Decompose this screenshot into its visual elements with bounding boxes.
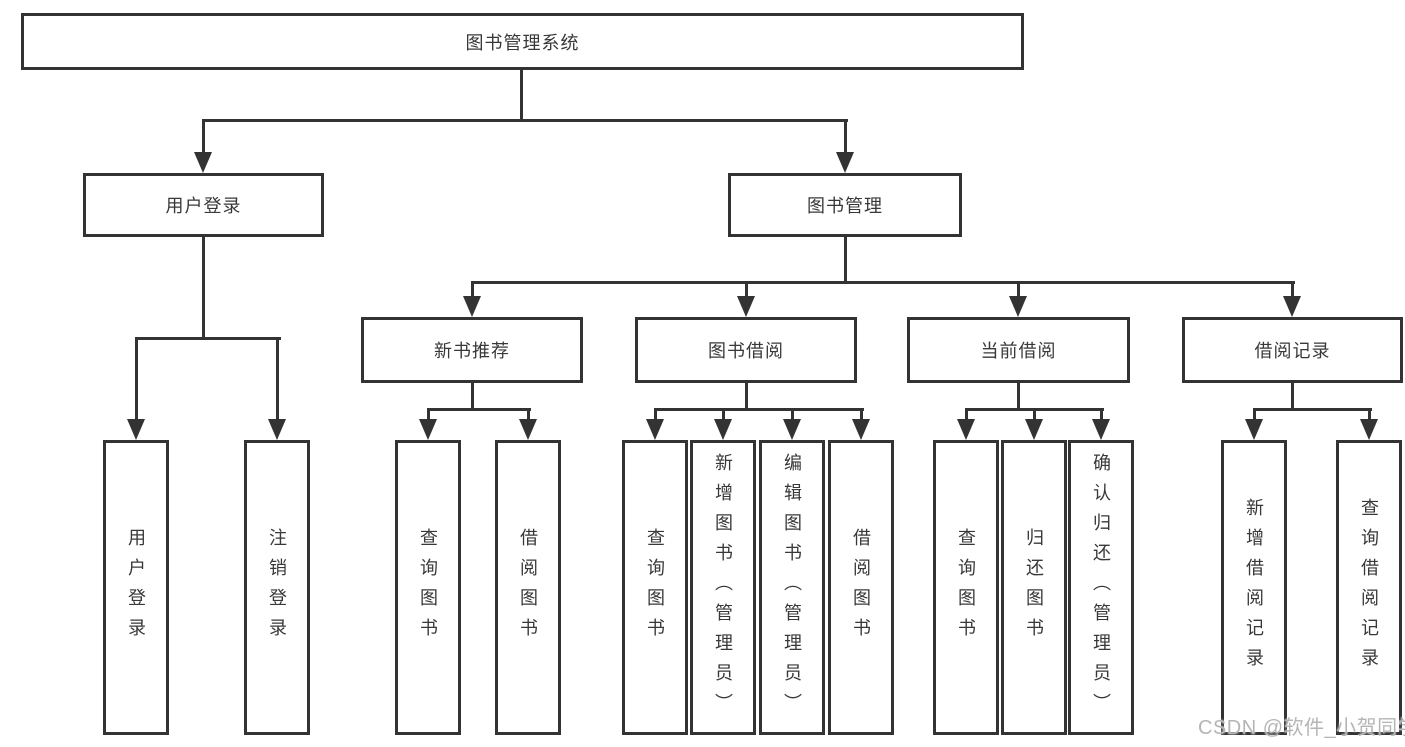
node-new-book-rec-label: 新书推荐 xyxy=(434,341,510,361)
arrow-down-leaf-nb-borrow xyxy=(519,419,537,440)
leaf-cb-confirm: 确认归还（管理员） xyxy=(1068,440,1134,735)
leaf-cb-return-label: 归还图书 xyxy=(1024,527,1044,648)
node-book-mgmt-label: 图书管理 xyxy=(807,196,883,216)
stem-leaf-cb-return xyxy=(1033,408,1036,422)
arrow-down-leaf-bb-edit xyxy=(783,419,801,440)
stem-leaf-cb-confirm xyxy=(1100,408,1103,422)
node-user-login-label: 用户登录 xyxy=(165,196,242,216)
arrow-down-leaf-bb-query xyxy=(646,419,664,440)
node-current-borrow-label: 当前借阅 xyxy=(980,341,1057,361)
arrow-down-leaf-logout xyxy=(268,419,286,440)
stem-leaf-bb-edit xyxy=(791,408,794,422)
leaf-bb-borrow: 借阅图书 xyxy=(828,440,894,735)
stem-borrow-records xyxy=(1291,281,1294,299)
leaf-br-query-label: 查询借阅记录 xyxy=(1359,497,1379,678)
leaf-logout-label: 注销登录 xyxy=(267,527,287,648)
leaf-nb-query-label: 查询图书 xyxy=(418,527,438,648)
leaf-user-login-label: 用户登录 xyxy=(126,527,146,648)
leaf-bb-add-label: 新增图书（管理员） xyxy=(713,452,733,723)
arrow-down-user-login xyxy=(194,152,212,173)
stem-current-borrow xyxy=(1017,281,1020,299)
leaf-bb-query-label: 查询图书 xyxy=(645,527,665,648)
leaf-bb-borrow-label: 借阅图书 xyxy=(851,527,871,648)
connector-new-book-rec-vline xyxy=(471,383,474,411)
leaf-user-login: 用户登录 xyxy=(103,440,169,735)
arrow-down-leaf-br-query xyxy=(1360,419,1378,440)
leaf-cb-query: 查询图书 xyxy=(933,440,999,735)
stem-leaf-nb-query xyxy=(427,408,430,422)
arrow-down-leaf-nb-query xyxy=(419,419,437,440)
leaf-cb-confirm-label: 确认归还（管理员） xyxy=(1091,452,1111,723)
leaf-br-add: 新增借阅记录 xyxy=(1221,440,1287,735)
connector-root-hline xyxy=(202,119,848,122)
leaf-br-query: 查询借阅记录 xyxy=(1336,440,1402,735)
stem-leaf-logout xyxy=(276,340,279,422)
leaf-logout: 注销登录 xyxy=(244,440,310,735)
stem-book-borrow xyxy=(745,281,748,299)
csdn-watermark: CSDN @软件_小贺同学 xyxy=(1198,717,1405,739)
connector-user-login-vline xyxy=(202,237,205,340)
arrow-down-current-borrow xyxy=(1009,296,1027,317)
stem-new-book-rec xyxy=(471,281,474,299)
connector-book-mgmt-vline xyxy=(844,237,847,284)
connector-root-vline xyxy=(520,70,523,122)
node-root-label: 图书管理系统 xyxy=(465,32,580,53)
node-root: 图书管理系统 xyxy=(21,13,1024,70)
connector-book-borrow-vline xyxy=(745,383,748,411)
connector-book-mgmt-stem xyxy=(844,119,847,156)
leaf-bb-edit-label: 编辑图书（管理员） xyxy=(782,452,802,723)
node-book-mgmt: 图书管理 xyxy=(728,173,962,237)
stem-leaf-bb-add xyxy=(722,408,725,422)
arrow-down-new-book-rec xyxy=(463,296,481,317)
leaf-bb-add: 新增图书（管理员） xyxy=(690,440,756,735)
arrow-down-leaf-br-add xyxy=(1245,419,1263,440)
stem-leaf-user-login xyxy=(135,340,138,422)
stem-leaf-br-query xyxy=(1368,408,1371,422)
node-book-borrow: 图书借阅 xyxy=(635,317,857,383)
arrow-down-book-mgmt xyxy=(836,152,854,173)
node-current-borrow: 当前借阅 xyxy=(907,317,1130,383)
connector-book-mgmt-hline xyxy=(471,281,1295,284)
leaf-br-add-label: 新增借阅记录 xyxy=(1244,497,1264,678)
arrow-down-borrow-records xyxy=(1283,296,1301,317)
leaf-bb-edit: 编辑图书（管理员） xyxy=(759,440,825,735)
connector-user-login-stem xyxy=(202,119,205,156)
node-borrow-records: 借阅记录 xyxy=(1182,317,1403,383)
leaf-nb-borrow: 借阅图书 xyxy=(495,440,561,735)
connector-current-borrow-vline xyxy=(1017,383,1020,411)
stem-leaf-nb-borrow xyxy=(527,408,530,422)
node-borrow-records-label: 借阅记录 xyxy=(1254,341,1331,361)
connector-user-login-hline xyxy=(135,337,281,340)
arrow-down-leaf-cb-return xyxy=(1025,419,1043,440)
arrow-down-book-borrow xyxy=(737,296,755,317)
arrow-down-leaf-bb-borrow xyxy=(852,419,870,440)
node-user-login: 用户登录 xyxy=(83,173,324,237)
leaf-nb-query: 查询图书 xyxy=(395,440,461,735)
stem-leaf-br-add xyxy=(1253,408,1256,422)
connector-borrow-records-vline xyxy=(1291,383,1294,411)
arrow-down-leaf-cb-query xyxy=(957,419,975,440)
leaf-cb-query-label: 查询图书 xyxy=(956,527,976,648)
arrow-down-leaf-bb-add xyxy=(714,419,732,440)
node-new-book-rec: 新书推荐 xyxy=(361,317,583,383)
stem-leaf-bb-borrow xyxy=(860,408,863,422)
node-book-borrow-label: 图书借阅 xyxy=(708,341,784,361)
arrow-down-leaf-user-login xyxy=(127,419,145,440)
connector-new-book-rec-hline xyxy=(427,408,531,411)
stem-leaf-bb-query xyxy=(654,408,657,422)
leaf-nb-borrow-label: 借阅图书 xyxy=(518,527,538,648)
arrow-down-leaf-cb-confirm xyxy=(1092,419,1110,440)
connector-borrow-records-hline xyxy=(1253,408,1372,411)
stem-leaf-cb-query xyxy=(965,408,968,422)
leaf-bb-query: 查询图书 xyxy=(622,440,688,735)
connector-book-borrow-hline xyxy=(654,408,864,411)
leaf-cb-return: 归还图书 xyxy=(1001,440,1067,735)
